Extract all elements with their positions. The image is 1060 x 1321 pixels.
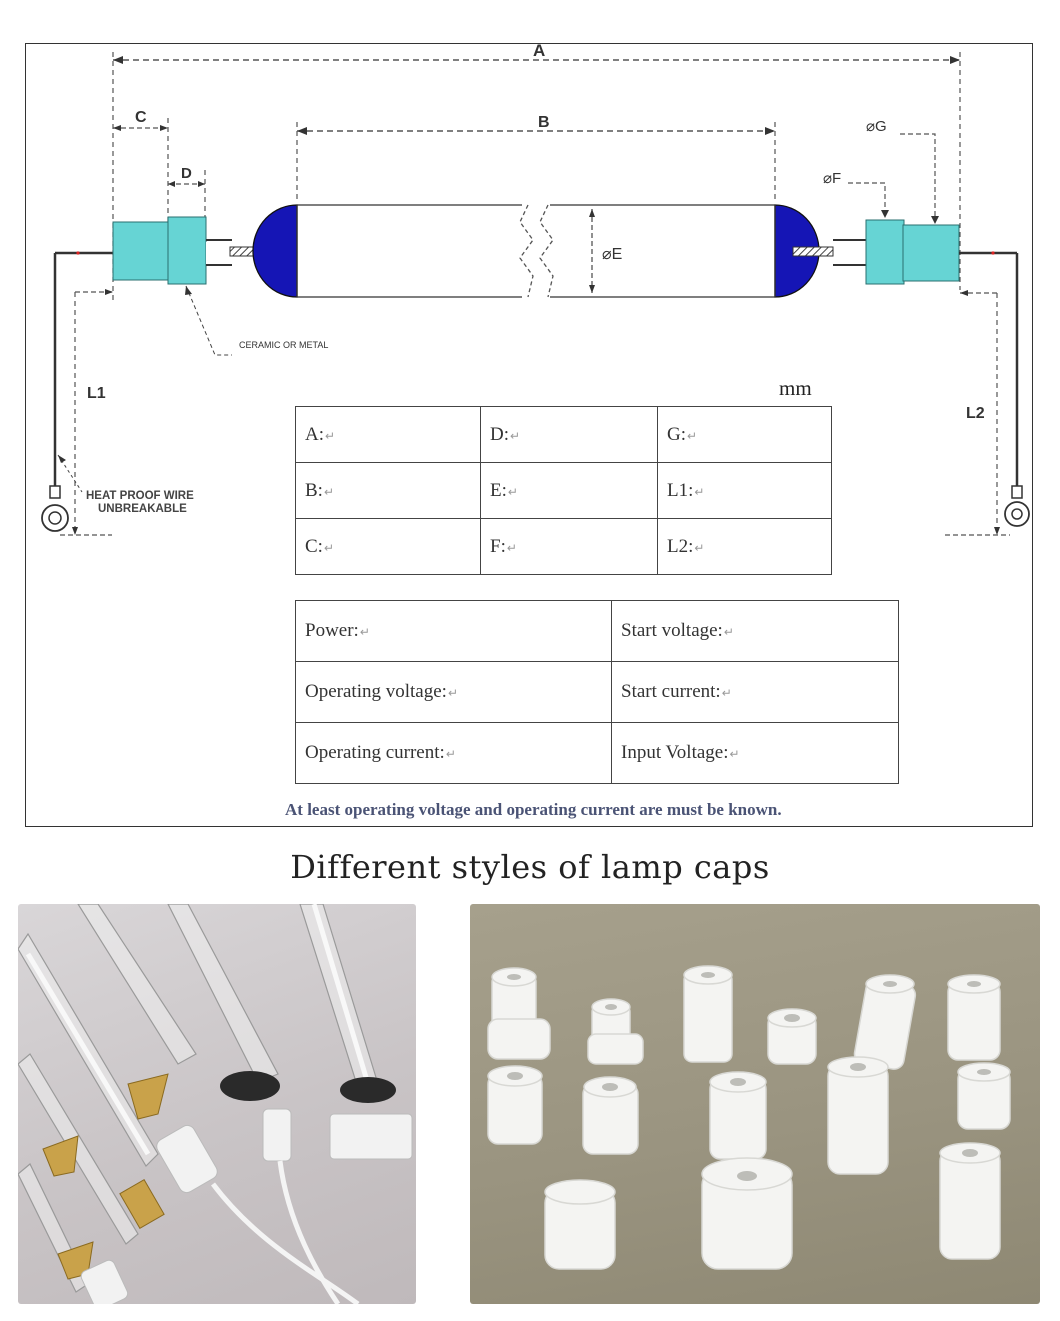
dim-label-f: ⌀F: [823, 170, 841, 187]
dim-label-a: A: [533, 41, 545, 60]
table-cell: C:↵: [295, 518, 481, 575]
table-row: Operating current:↵ Input Voltage:↵: [295, 722, 899, 784]
table-row: Power:↵ Start voltage:↵: [295, 600, 899, 662]
table-cell: B:↵: [295, 462, 481, 519]
ceramic-caps-photo-icon: [487, 965, 1011, 1270]
dimensions-table: A:↵ D:↵ G:↵ B:↵ E:↵ L1:↵ C:↵ F:↵ L2:↵: [295, 406, 832, 575]
table-cell: Start voltage:↵: [611, 600, 899, 662]
wire-callout-line2: UNBREAKABLE: [98, 503, 187, 515]
table-cell: L1:↵: [657, 462, 832, 519]
table-cell: A:↵: [295, 406, 481, 463]
table-row: A:↵ D:↵ G:↵: [295, 406, 832, 463]
table-cell: F:↵: [480, 518, 658, 575]
table-row: Operating voltage:↵ Start current:↵: [295, 661, 899, 723]
table-cell: D:↵: [480, 406, 658, 463]
dim-label-e: ⌀E: [602, 246, 622, 263]
table-cell: Start current:↵: [611, 661, 899, 723]
table-cell: G:↵: [657, 406, 832, 463]
section-title: Different styles of lamp caps: [290, 848, 770, 886]
table-cell: Operating voltage:↵: [295, 661, 612, 723]
electrical-table: Power:↵ Start voltage:↵ Operating voltag…: [295, 600, 899, 784]
table-row: B:↵ E:↵ L1:↵: [295, 462, 832, 519]
requirement-note: At least operating voltage and operating…: [285, 800, 782, 819]
ceramic-callout: CERAMIC OR METAL: [239, 340, 328, 350]
lamp-dimension-drawing: A B C D L1 HEAT PROOF WIRE UNBREAKABLE C…: [41, 41, 1030, 536]
unit-label: mm: [779, 376, 812, 400]
ceramic-caps-photo: [470, 904, 1040, 1304]
table-cell: Power:↵: [295, 600, 612, 662]
dim-label-l1: L1: [87, 385, 106, 402]
lamp-caps-photo-icon: [18, 904, 413, 1304]
table-cell: Operating current:↵: [295, 722, 612, 784]
dim-label-d: D: [181, 165, 192, 182]
table-cell: E:↵: [480, 462, 658, 519]
table-cell: Input Voltage:↵: [611, 722, 899, 784]
dim-label-c: C: [135, 109, 147, 126]
table-row: C:↵ F:↵ L2:↵: [295, 518, 832, 575]
table-cell: L2:↵: [657, 518, 832, 575]
dim-label-g: ⌀G: [866, 118, 887, 135]
lamp-caps-photo: [18, 904, 416, 1304]
dim-label-b: B: [538, 114, 550, 131]
wire-callout-line1: HEAT PROOF WIRE: [86, 490, 194, 502]
dim-label-l2: L2: [966, 405, 985, 422]
